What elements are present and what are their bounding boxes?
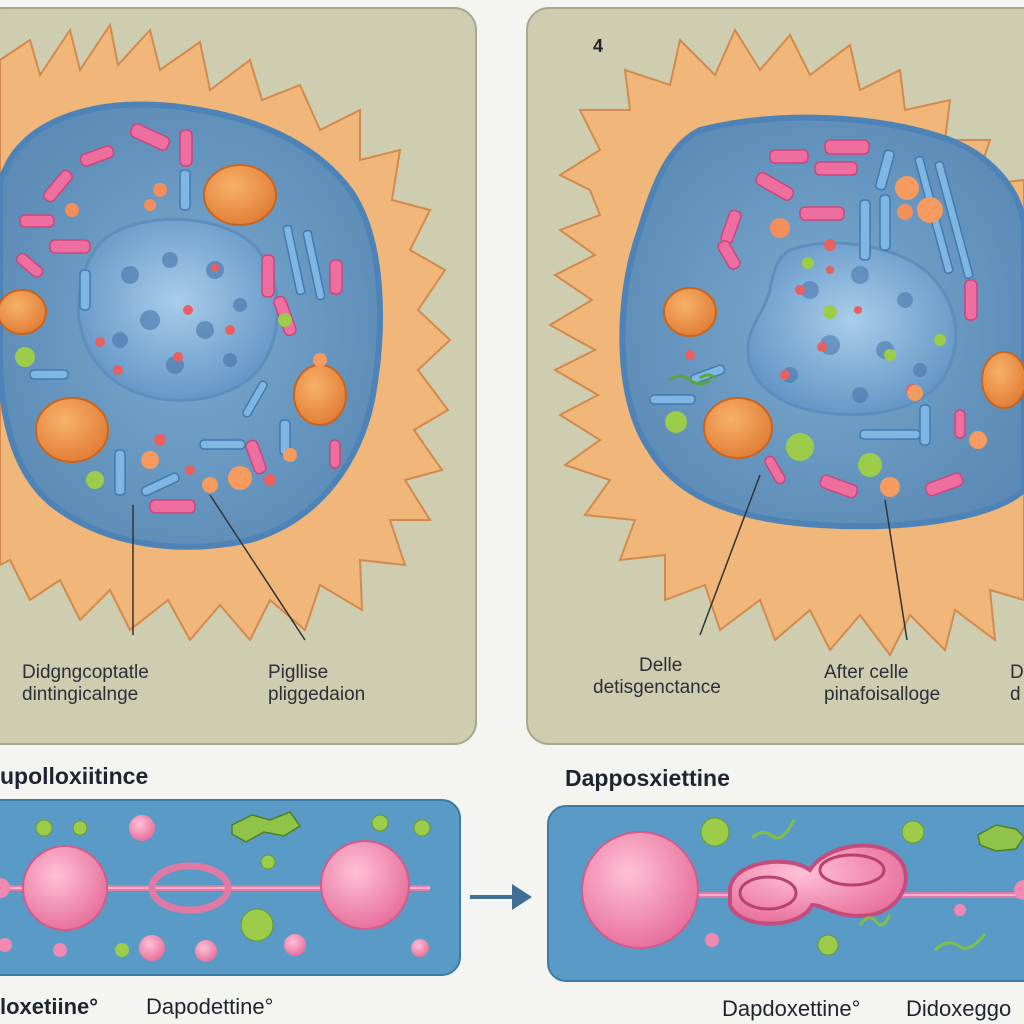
left-label-2-line2: pliggedaion bbox=[268, 684, 366, 705]
right-label-2-line1: After celle bbox=[824, 662, 909, 683]
right-strip-caption-2: Didoxeggo bbox=[906, 996, 1012, 1021]
left-mitochondrion-1 bbox=[203, 164, 277, 226]
right-label-1-line2: detisgenctance bbox=[593, 677, 721, 698]
right-label-2-line2: pinafoisalloge bbox=[824, 684, 941, 705]
left-label-2-line1: Pigllise bbox=[268, 662, 329, 683]
left-strip-blob-2 bbox=[320, 840, 410, 930]
left-strip bbox=[0, 799, 461, 976]
left-strip-blob-1 bbox=[22, 845, 108, 931]
right-strip bbox=[547, 805, 1024, 982]
right-label-2: After celle pinafoisalloge bbox=[824, 662, 940, 706]
right-label-3-line2: d bbox=[1010, 684, 1021, 705]
left-mitochondrion-3 bbox=[293, 364, 347, 426]
left-label-1-line1: Didgngcoptatle bbox=[22, 662, 149, 683]
left-cell-panel bbox=[0, 7, 477, 745]
right-mitochondrion-2 bbox=[703, 397, 773, 459]
left-strip-caption-2: Dapodettine° bbox=[146, 994, 274, 1019]
left-mitochondrion-2 bbox=[35, 397, 109, 463]
right-label-1: Delle detisgenctance bbox=[593, 655, 721, 699]
right-mitochondrion-3 bbox=[981, 351, 1024, 409]
left-label-1-line2: dintingicalnge bbox=[22, 684, 139, 705]
left-label-2: Pigllise pliggedaion bbox=[268, 662, 365, 706]
left-label-1: Didgngcoptatle dintingicalnge bbox=[22, 662, 149, 706]
right-label-3-line1: D bbox=[1010, 662, 1024, 683]
right-cell-panel bbox=[526, 7, 1024, 745]
step-number: 4 bbox=[593, 36, 604, 56]
right-arrow-icon bbox=[470, 884, 532, 910]
right-strip-blob-1 bbox=[581, 831, 699, 949]
right-mitochondrion-1 bbox=[663, 287, 717, 337]
right-strip-heading: Dapposxiettine bbox=[565, 765, 730, 791]
right-label-3: D d bbox=[1010, 662, 1024, 706]
left-strip-ring bbox=[148, 862, 232, 914]
left-strip-caption-1: loxetiine° bbox=[0, 994, 99, 1019]
left-strip-heading: upolloxiitince bbox=[0, 763, 149, 789]
right-nucleus bbox=[746, 241, 958, 417]
right-strip-caption-1: Dapdoxettine° bbox=[722, 996, 861, 1021]
left-mitochondrion-4 bbox=[0, 289, 47, 335]
right-label-1-line1: Delle bbox=[639, 655, 683, 676]
right-strip-fusing-blob bbox=[728, 843, 908, 926]
